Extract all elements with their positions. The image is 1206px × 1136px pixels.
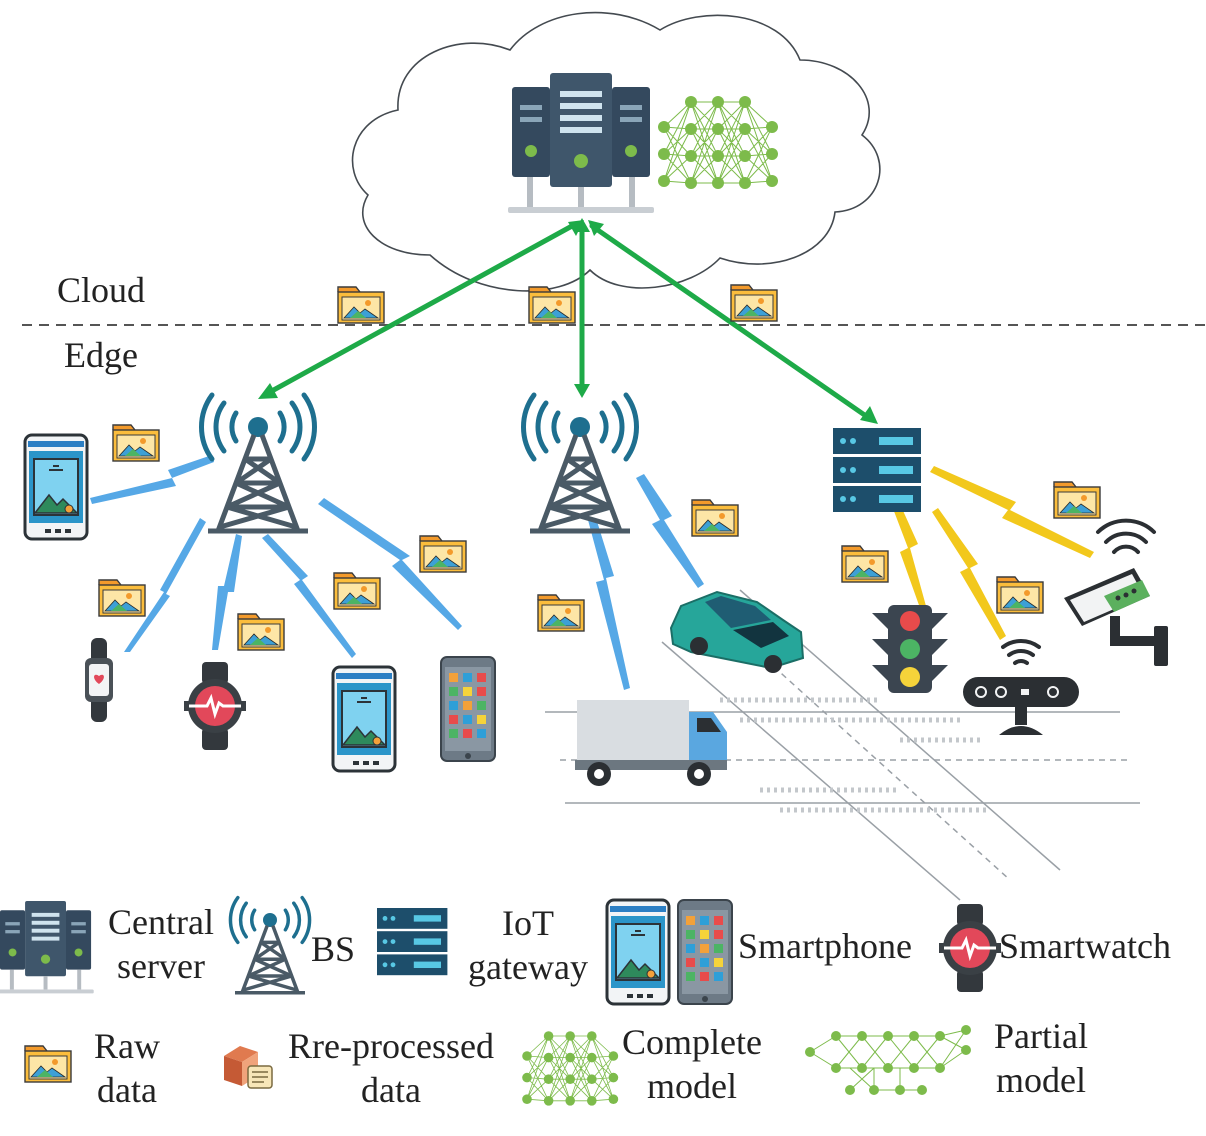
base-station-2-icon	[523, 395, 636, 531]
legend-partial-model-line1: Partial	[994, 1016, 1088, 1056]
legend-complete-model-line2: model	[647, 1066, 737, 1106]
tablet-phone-icon	[440, 656, 496, 762]
raw-data-folder-icon	[730, 284, 778, 322]
legend-complete-model-label: Complete model	[616, 1020, 768, 1108]
legend-iot-gateway-line1: IoT	[502, 903, 554, 943]
legend-smartphone-icon	[605, 898, 671, 1006]
security-camera-icon	[1062, 518, 1170, 668]
base-station-1-icon	[201, 395, 314, 531]
truck-icon	[575, 700, 727, 786]
edge-region-label: Edge	[64, 335, 138, 375]
raw-data-folder-icon	[419, 535, 467, 573]
cloud-region-label: Cloud	[57, 270, 146, 310]
legend-partial-model-line2: model	[996, 1060, 1086, 1100]
raw-data-folder-icon	[537, 594, 585, 632]
iot-gateway-icon	[833, 428, 921, 512]
legend-central-server-line2: server	[117, 946, 205, 986]
legend-central-server-label: Central server	[100, 900, 222, 988]
legend-complete-model-line1: Complete	[622, 1022, 762, 1062]
smartphone-icon	[331, 665, 397, 773]
legend-raw-data-label: Raw data	[80, 1024, 174, 1112]
car-icon	[670, 591, 804, 674]
fitness-band-icon	[85, 638, 113, 722]
legend-complete-model-icon	[521, 1030, 619, 1106]
raw-data-folder-icon	[528, 286, 576, 324]
raw-data-folder-icon	[337, 286, 385, 324]
legend-preprocessed-data-line2: data	[361, 1070, 421, 1110]
wireless-links	[90, 455, 704, 690]
legend-central-server-line1: Central	[108, 902, 214, 942]
legend-smartwatch-label: Smartwatch	[999, 926, 1171, 966]
legend-raw-data-line2: data	[97, 1070, 157, 1110]
legend-iot-gateway-label: IoT gateway	[462, 901, 594, 989]
smartphone-icon	[23, 433, 89, 541]
raw-data-folder-icon	[237, 613, 285, 651]
raw-data-folder-icon	[841, 545, 889, 583]
sensor-hub-icon	[961, 639, 1081, 737]
raw-data-folder-icon	[996, 576, 1044, 614]
legend-partial-model-label: Partial model	[986, 1014, 1096, 1102]
legend-tablet-phone-icon	[677, 899, 733, 1005]
raw-data-folder-icon	[98, 579, 146, 617]
legend-smartwatch-icon	[937, 902, 1003, 994]
legend-partial-model-icon	[804, 1024, 972, 1096]
iot-links	[892, 466, 1094, 640]
raw-data-folder-icon	[333, 572, 381, 610]
traffic-light-icon	[872, 605, 948, 693]
central-server-icon	[508, 73, 654, 213]
legend-preprocessed-data-line1: Rre-processed	[288, 1026, 494, 1066]
raw-data-folder-icon	[112, 424, 160, 462]
cloud-links	[258, 218, 878, 424]
legend-preprocessed-data-label: Rre-processed data	[280, 1024, 502, 1112]
raw-data-folder-icon	[691, 499, 739, 537]
legend-central-server-icon	[0, 901, 94, 994]
legend-bs-icon	[228, 895, 312, 995]
legend-raw-data-line1: Raw	[94, 1026, 160, 1066]
smartwatch-icon	[182, 660, 248, 752]
legend-raw-data-icon	[24, 1045, 72, 1083]
raw-data-folder-icon	[1053, 481, 1101, 519]
legend-preprocessed-data-icon	[223, 1045, 273, 1089]
legend-iot-gateway-icon	[377, 908, 448, 976]
legend-smartphone-label: Smartphone	[738, 926, 912, 966]
legend-bs-label: BS	[311, 929, 356, 969]
legend-iot-gateway-line2: gateway	[468, 947, 588, 987]
